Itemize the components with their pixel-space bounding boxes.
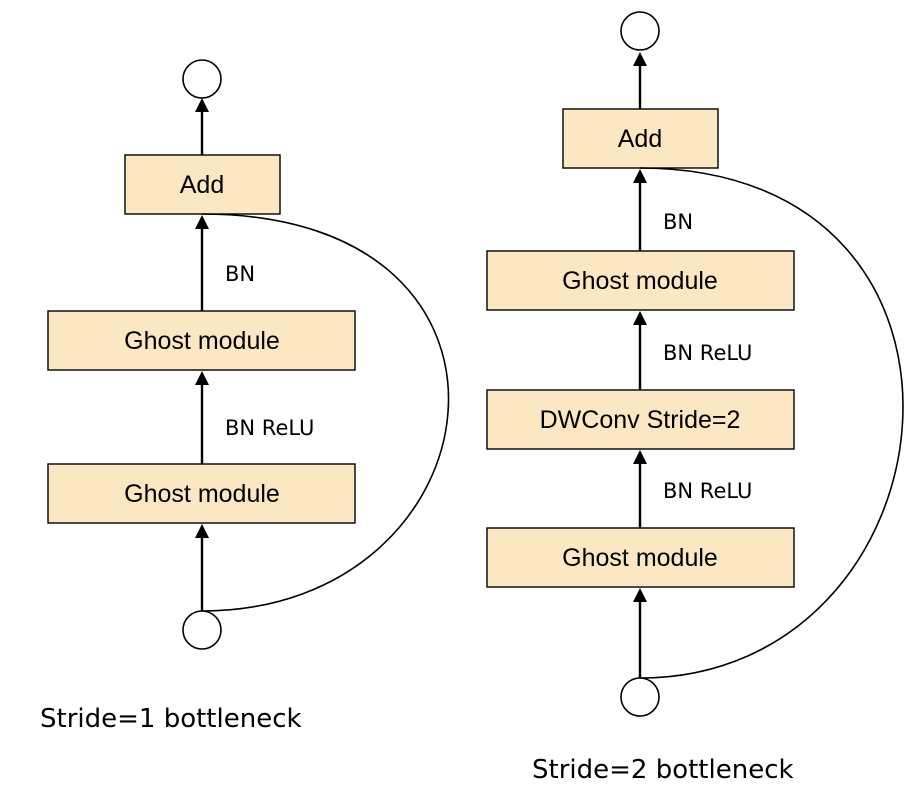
left-input-node	[182, 610, 222, 650]
left-arrowhead-add	[195, 215, 209, 229]
left-arrowhead-ghost-top	[195, 371, 209, 385]
left-arrowhead-output	[195, 98, 209, 112]
right-caption: Stride=2 bottleneck	[532, 755, 794, 785]
right-ghost-module-top	[486, 250, 795, 311]
right-arrowhead-dwconv	[633, 450, 647, 464]
left-arrowhead-ghost-bottom	[195, 524, 209, 538]
left-ghost-module-top	[47, 310, 356, 371]
stride1-bottleneck: Add BN Ghost module BN ReLU Ghost module…	[40, 59, 450, 734]
right-edge-label-bn-relu-lower: BN ReLU	[663, 479, 752, 503]
right-ghost-module-bottom-label: Ghost module	[562, 544, 718, 572]
stride2-bottleneck: Add BN Ghost module BN ReLU DWConv Strid…	[486, 11, 904, 785]
right-skip-connection	[639, 167, 904, 679]
right-arrowhead-ghost-bottom	[633, 588, 647, 602]
right-edge-label-bn: BN	[663, 210, 693, 234]
right-input-node	[620, 677, 660, 717]
left-add-label: Add	[180, 171, 224, 199]
right-output-node	[620, 11, 660, 51]
right-add-label: Add	[618, 125, 662, 153]
left-ghost-module-bottom-label: Ghost module	[124, 480, 280, 508]
left-ghost-module-bottom	[47, 463, 356, 524]
right-arrowhead-output	[633, 52, 647, 66]
left-skip-connection	[201, 213, 450, 612]
right-dwconv-label: DWConv Stride=2	[540, 406, 741, 434]
right-arrowhead-add	[633, 169, 647, 183]
right-dwconv-box	[486, 389, 795, 450]
right-add-box	[562, 108, 719, 169]
left-caption: Stride=1 bottleneck	[40, 704, 302, 734]
right-arrowhead-ghost-top	[633, 311, 647, 325]
left-ghost-module-top-label: Ghost module	[124, 327, 280, 355]
right-edge-label-bn-relu-upper: BN ReLU	[663, 341, 752, 365]
left-edge-label-bn-relu: BN ReLU	[225, 416, 314, 440]
left-output-node	[182, 59, 222, 99]
right-ghost-module-bottom	[486, 527, 795, 588]
left-edge-label-bn: BN	[225, 262, 255, 286]
right-ghost-module-top-label: Ghost module	[562, 267, 718, 295]
